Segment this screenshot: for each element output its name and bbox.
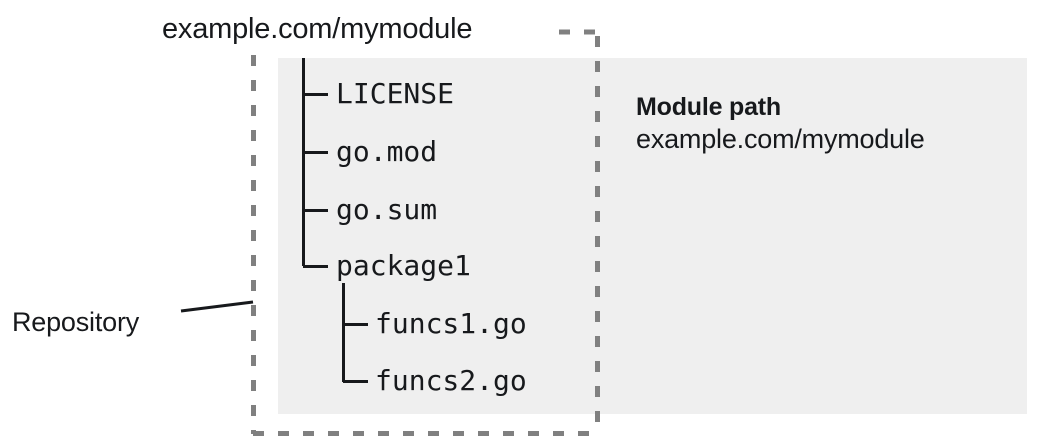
module-path-callout-title: Module path <box>636 93 782 121</box>
module-path-callout: Module path example.com/mymodule <box>636 92 1016 156</box>
module-panel <box>278 58 1027 414</box>
tree-item-package1: package1 <box>336 249 471 282</box>
tree-item-funcs1-go: funcs1.go <box>375 307 527 340</box>
tree-item-go-mod: go.mod <box>336 135 438 168</box>
module-path-callout-value: example.com/mymodule <box>636 124 925 154</box>
module-path-title: example.com/mymodule <box>162 13 473 45</box>
tree-item-funcs2-go: funcs2.go <box>375 364 527 397</box>
tree-item-go-sum: go.sum <box>336 193 438 226</box>
repository-label: Repository <box>12 307 140 337</box>
tree-item-license: LICENSE <box>336 77 455 110</box>
